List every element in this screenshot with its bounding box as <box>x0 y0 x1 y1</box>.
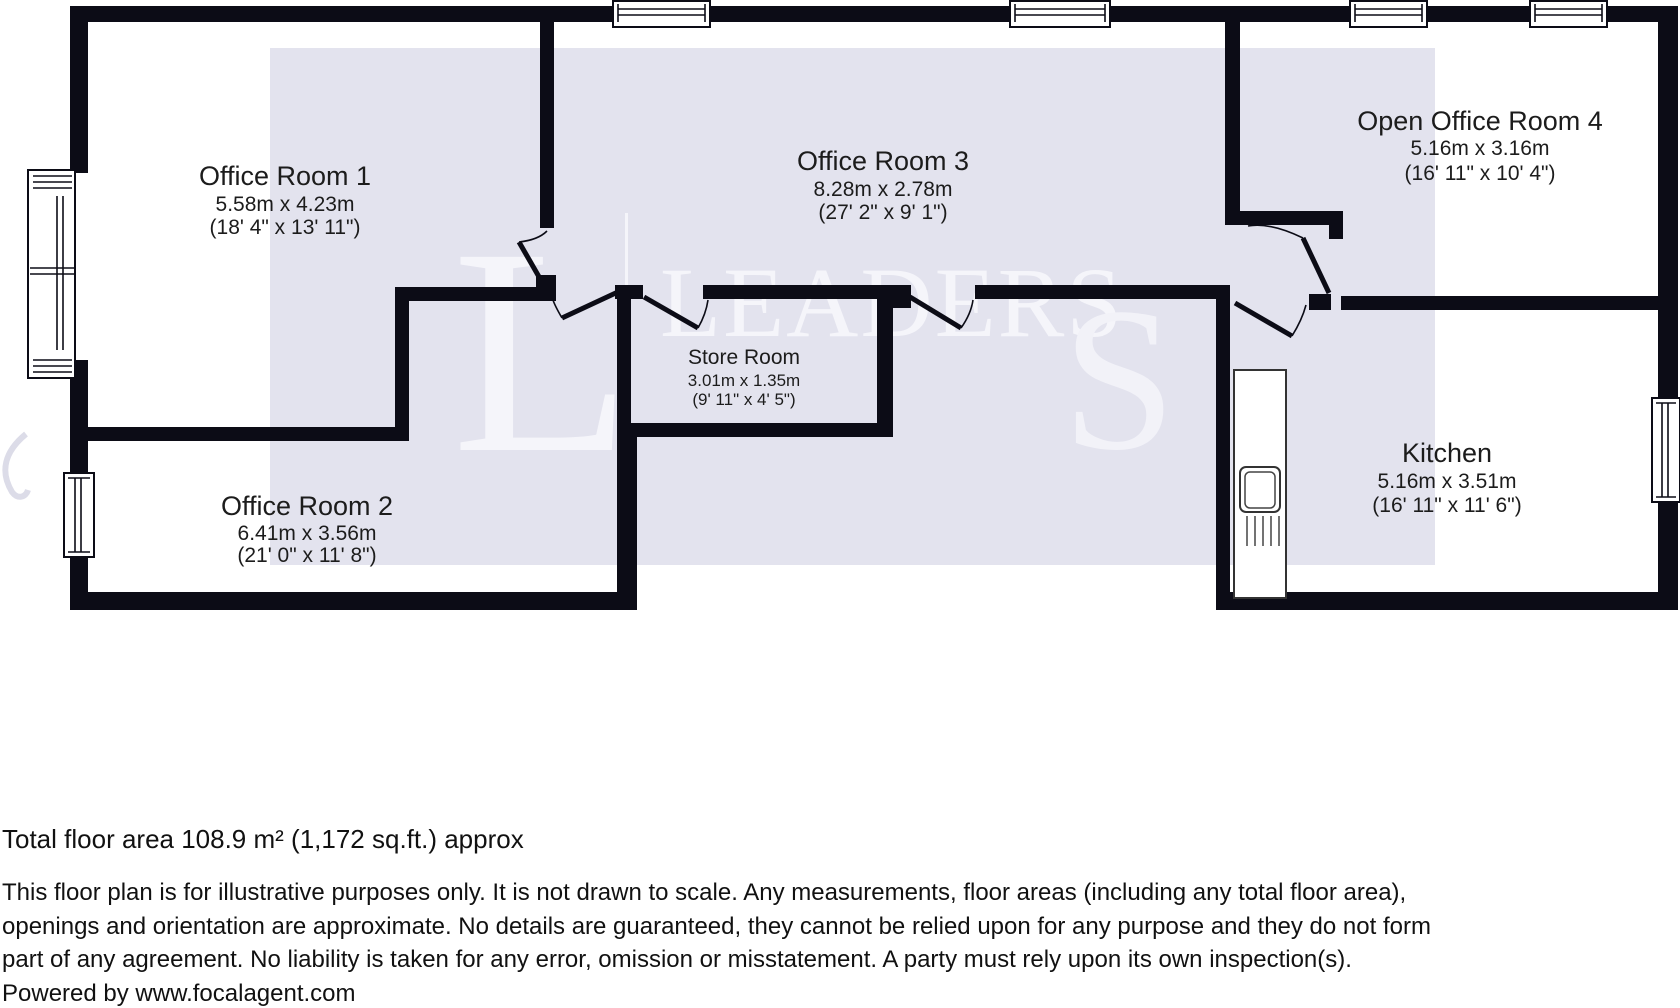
room-imperial-dims: (9' 11" x 4' 5") <box>692 390 795 409</box>
wall-top <box>70 6 1678 22</box>
doors <box>516 224 1332 339</box>
room-imperial-dims: (16' 11" x 11' 6") <box>1372 494 1521 517</box>
door-jamb <box>615 285 643 299</box>
room-office-1: Office Room 1 5.58m x 4.23m (18' 4" x 13… <box>199 161 371 239</box>
wall-kitchen-left <box>1216 290 1230 610</box>
watermark-divider-line <box>625 213 628 348</box>
window-icon <box>63 472 95 558</box>
door-swing-icon <box>1247 224 1332 295</box>
wall-bottom-right <box>1216 592 1678 610</box>
room-kitchen: Kitchen 5.16m x 3.51m (16' 11" x 11' 6") <box>1372 438 1521 517</box>
wall-office2-step <box>395 287 409 441</box>
door-swing-icon <box>516 230 549 291</box>
window-icon <box>1529 0 1608 28</box>
wall-kitchen-office4 <box>1341 296 1658 310</box>
wall-corridor-b <box>975 285 1230 299</box>
room-imperial-dims: (27' 2" x 9' 1") <box>818 201 947 224</box>
wall-office1-office3 <box>540 22 554 228</box>
room-name: Office Room 2 <box>221 491 393 521</box>
room-name: Office Room 1 <box>199 161 371 191</box>
walls <box>70 6 1678 610</box>
wall-store-riser <box>617 423 637 610</box>
window-icon <box>612 0 711 28</box>
wall-office1-office2 <box>88 427 409 441</box>
wall-bottom-left <box>70 592 637 610</box>
room-name: Store Room <box>688 346 800 369</box>
room-metric-dims: 5.58m x 4.23m <box>216 193 355 216</box>
wall-store-right <box>877 285 893 437</box>
room-metric-dims: 8.28m x 2.78m <box>814 178 953 201</box>
room-office-3: Office Room 3 8.28m x 2.78m (27' 2" x 9'… <box>797 146 969 224</box>
room-metric-dims: 5.16m x 3.16m <box>1411 137 1550 160</box>
wall-office4-jog <box>1225 211 1343 225</box>
room-metric-dims: 5.16m x 3.51m <box>1378 470 1517 493</box>
disclaimer-block: This floor plan is for illustrative purp… <box>2 876 1431 1008</box>
door-swing-icon <box>552 288 622 321</box>
room-metric-dims: 6.41m x 3.56m <box>238 522 377 545</box>
room-store: Store Room 3.01m x 1.35m (9' 11" x 4' 5"… <box>688 346 800 409</box>
door-swing-icon <box>908 294 974 331</box>
room-imperial-dims: (16' 11" x 10' 4") <box>1405 162 1556 185</box>
bay-window-icon <box>27 169 76 379</box>
window-icon <box>1651 397 1680 503</box>
watermark-fragment: S <box>1062 266 1176 493</box>
room-name: Open Office Room 4 <box>1357 106 1603 136</box>
kitchen-counter <box>1233 369 1287 599</box>
door-jamb <box>893 285 911 308</box>
wall-right-upper <box>1658 6 1678 400</box>
sink-icon <box>1239 466 1281 546</box>
room-imperial-dims: (21' 0" x 11' 8") <box>237 544 376 567</box>
door-jamb <box>1329 211 1343 239</box>
door-swing-icon <box>1233 300 1307 339</box>
watermark-fragment-swoosh <box>2 431 31 500</box>
watermark: L LEADERS S <box>2 187 1176 514</box>
room-office-2: Office Room 2 6.41m x 3.56m (21' 0" x 11… <box>221 491 393 567</box>
powered-by-text: Powered by www.focalagent.com <box>2 979 356 1007</box>
wall-office4-left <box>1225 22 1240 225</box>
wall-store-left <box>617 285 631 437</box>
windows <box>27 0 1680 558</box>
wall-store-top <box>703 285 877 299</box>
window-icon <box>1009 0 1111 28</box>
room-imperial-dims: (18' 4" x 13' 11") <box>210 216 361 239</box>
wall-corridor-a <box>395 287 556 301</box>
room-metric-dims: 3.01m x 1.35m <box>688 371 800 390</box>
total-floor-area-text: Total floor area 108.9 m² (1,172 sq.ft.)… <box>2 824 524 854</box>
watermark-logo-letter: L <box>452 187 632 514</box>
window-icon <box>1349 0 1428 28</box>
door-swing-icon <box>642 294 709 331</box>
door-jamb <box>1309 294 1331 310</box>
room-name: Kitchen <box>1402 438 1492 468</box>
room-name: Office Room 3 <box>797 146 969 176</box>
room-open-office-4: Open Office Room 4 5.16m x 3.16m (16' 11… <box>1357 106 1603 185</box>
wall-store-bottom <box>617 423 893 437</box>
wall-right-lower <box>1658 500 1678 610</box>
wall-left-upper <box>70 6 88 173</box>
room-labels: Office Room 1 5.58m x 4.23m (18' 4" x 13… <box>199 106 1603 567</box>
disclaimer-line: This floor plan is for illustrative purp… <box>2 879 1407 906</box>
disclaimer-line: openings and orientation are approximate… <box>2 912 1431 940</box>
wall-left-middle <box>70 360 88 473</box>
disclaimer-line: part of any agreement. No liability is t… <box>2 946 1352 973</box>
